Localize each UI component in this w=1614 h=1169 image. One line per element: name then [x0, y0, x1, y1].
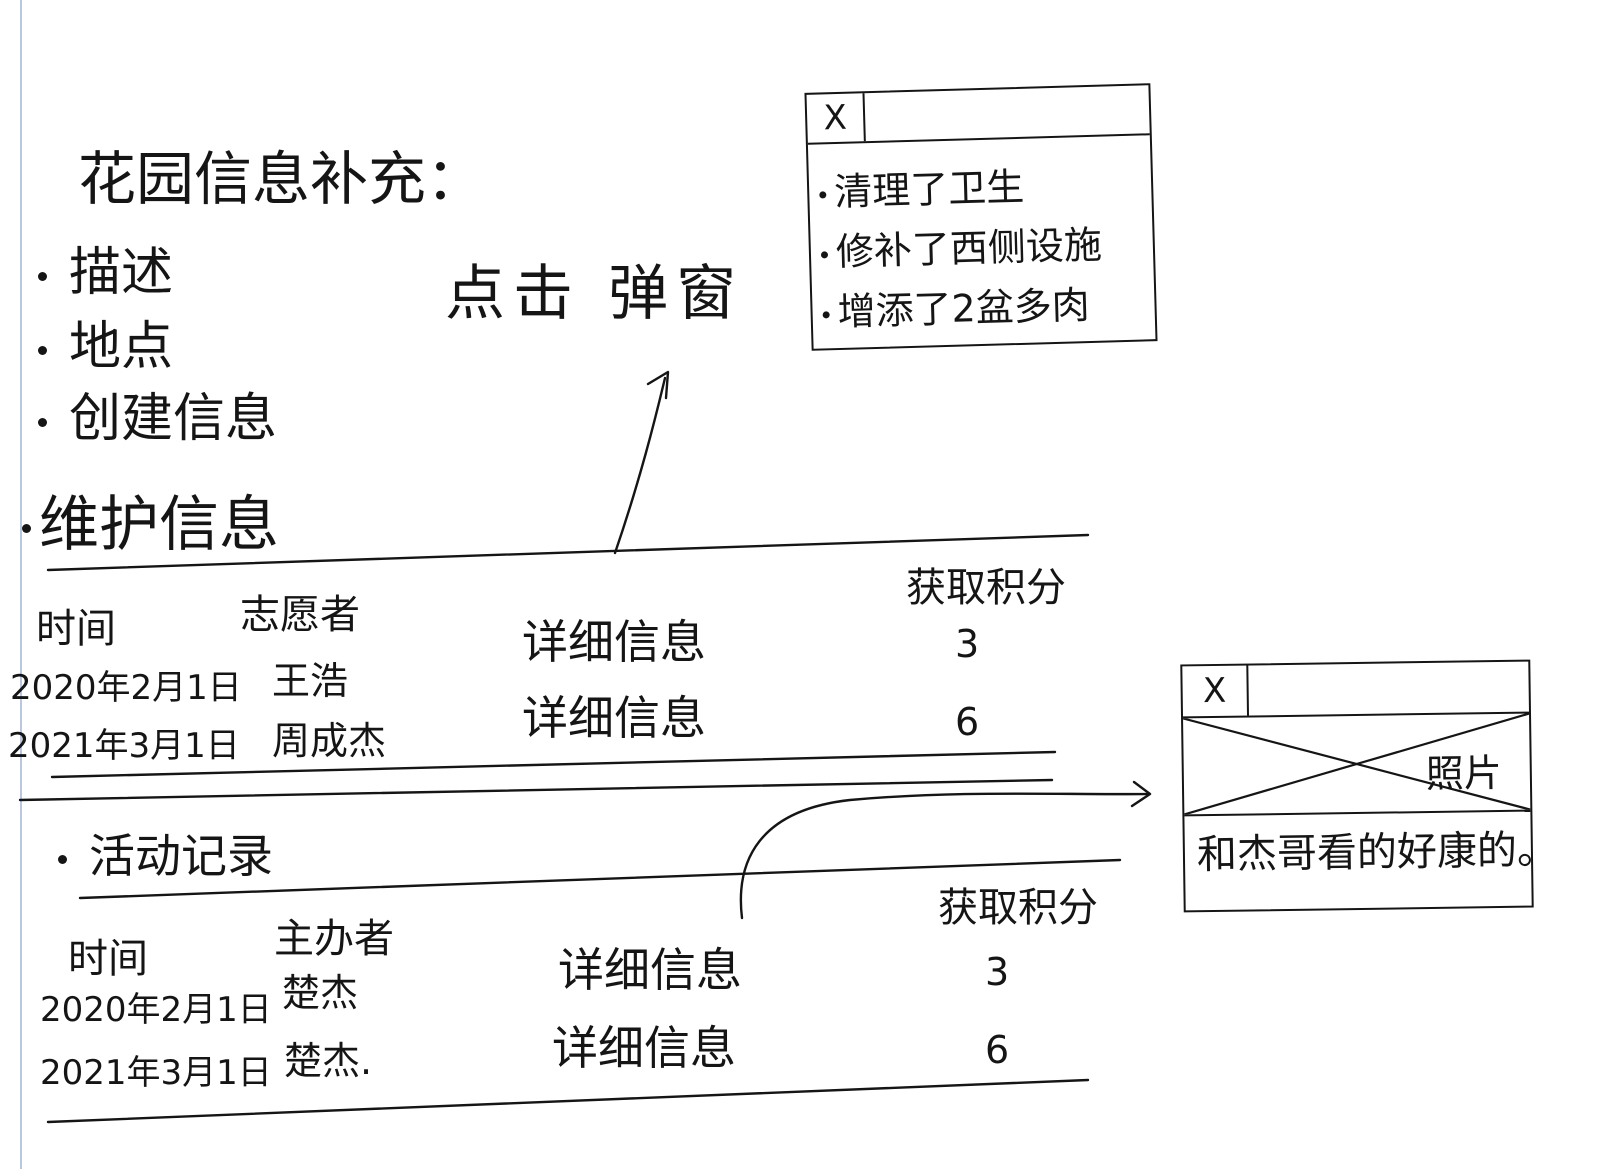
- maintenance-row-1-detail-link[interactable]: 详细信息: [522, 615, 706, 669]
- activity-row-1-date: 2020年2月1日: [40, 990, 272, 1030]
- activity-table-top-line: [78, 858, 1122, 900]
- bullet-dot: [38, 271, 47, 281]
- close-icon: X: [1202, 670, 1227, 712]
- activity-row-2-points: 6: [985, 1028, 1010, 1072]
- maintenance-row-2-person: 周成杰: [272, 719, 387, 763]
- popup-list-item: 清理了卫生: [818, 155, 1101, 223]
- maintenance-col-points: 获取积分: [906, 565, 1066, 611]
- activity-heading: 活动记录: [58, 820, 273, 886]
- bullet-dot: [22, 523, 31, 533]
- field-created-info: 创建信息: [38, 376, 277, 451]
- bullet-dot: [822, 311, 830, 319]
- bullet-dot: [38, 345, 47, 355]
- activity-col-points: 获取积分: [938, 885, 1098, 931]
- field-label: 描述: [69, 243, 174, 303]
- maintenance-table-bottom-line: [50, 750, 1057, 779]
- field-label: 创建信息: [69, 389, 278, 449]
- bullet-dot: [820, 251, 829, 259]
- arrow-head-activity: [1130, 780, 1152, 808]
- arrow-head-maintenance: [646, 370, 670, 400]
- maintenance-row-1-date: 2020年2月1日: [10, 668, 242, 708]
- section-divider-line: [18, 778, 1054, 802]
- maintenance-heading: 维护信息: [22, 476, 279, 563]
- popup-list-item: 修补了西侧设施: [820, 215, 1103, 283]
- maintenance-col-volunteer: 志愿者: [240, 592, 360, 638]
- maintenance-heading-label: 维护信息: [39, 490, 279, 560]
- maintenance-row-1-person: 王浩: [272, 659, 349, 703]
- maintenance-detail-popup: X 清理了卫生 修补了西侧设施 增添了2盆多肉: [804, 83, 1158, 351]
- maintenance-col-time: 时间: [36, 606, 116, 652]
- bullet-dot: [38, 417, 47, 427]
- field-location: 地点: [38, 304, 173, 379]
- activity-col-time: 时间: [68, 936, 148, 982]
- maintenance-row-2-date: 2021年3月1日: [8, 726, 240, 766]
- bullet-dot: [819, 191, 827, 199]
- notebook-margin-line: [20, 0, 22, 1169]
- popup-maintenance-list: 清理了卫生 修补了西侧设施 增添了2盆多肉: [818, 155, 1104, 343]
- garden-info-title: 花园信息补充：: [78, 145, 485, 213]
- activity-detail-popup: X 照片 和杰哥看的好康的。: [1180, 659, 1557, 913]
- popup-list-item-label: 增添了2盆多肉: [836, 283, 1091, 335]
- maintenance-row-2-points: 6: [955, 700, 980, 744]
- field-label: 地点: [69, 317, 174, 377]
- popup-close-button[interactable]: X: [1182, 665, 1250, 717]
- image-placeholder-icon: [1183, 713, 1531, 815]
- activity-row-2-detail-link[interactable]: 详细信息: [552, 1021, 736, 1075]
- close-icon: X: [822, 97, 848, 139]
- maintenance-row-1-points: 3: [955, 622, 980, 666]
- click-popup-annotation: 点击 弹窗: [445, 259, 745, 329]
- arrow-to-maintenance-popup: [613, 376, 667, 555]
- activity-table-bottom-line: [46, 1078, 1090, 1124]
- arrow-to-activity-popup: [739, 792, 1150, 920]
- activity-heading-label: 活动记录: [89, 829, 273, 883]
- popup-list-item: 增添了2盆多肉: [822, 275, 1105, 343]
- activity-row-1-points: 3: [985, 950, 1010, 994]
- activity-row-2-date: 2021年3月1日: [40, 1053, 272, 1093]
- popup-list-item-label: 清理了卫生: [833, 164, 1025, 215]
- popup-list-item-label: 修补了西侧设施: [835, 222, 1103, 275]
- field-description: 描述: [38, 230, 173, 305]
- maintenance-row-2-detail-link[interactable]: 详细信息: [522, 691, 706, 745]
- photo-caption: 和杰哥看的好康的。: [1196, 827, 1558, 879]
- activity-row-2-person: 楚杰.: [284, 1039, 373, 1083]
- photo-label: 照片: [1425, 750, 1503, 797]
- photo-placeholder: 照片: [1183, 713, 1531, 817]
- popup-close-button[interactable]: X: [806, 93, 866, 143]
- activity-row-1-detail-link[interactable]: 详细信息: [558, 943, 742, 997]
- maintenance-table-top-line: [46, 533, 1090, 572]
- activity-row-1-person: 楚杰: [282, 971, 359, 1015]
- activity-col-organizer: 主办者: [274, 916, 394, 962]
- bullet-dot: [58, 855, 67, 864]
